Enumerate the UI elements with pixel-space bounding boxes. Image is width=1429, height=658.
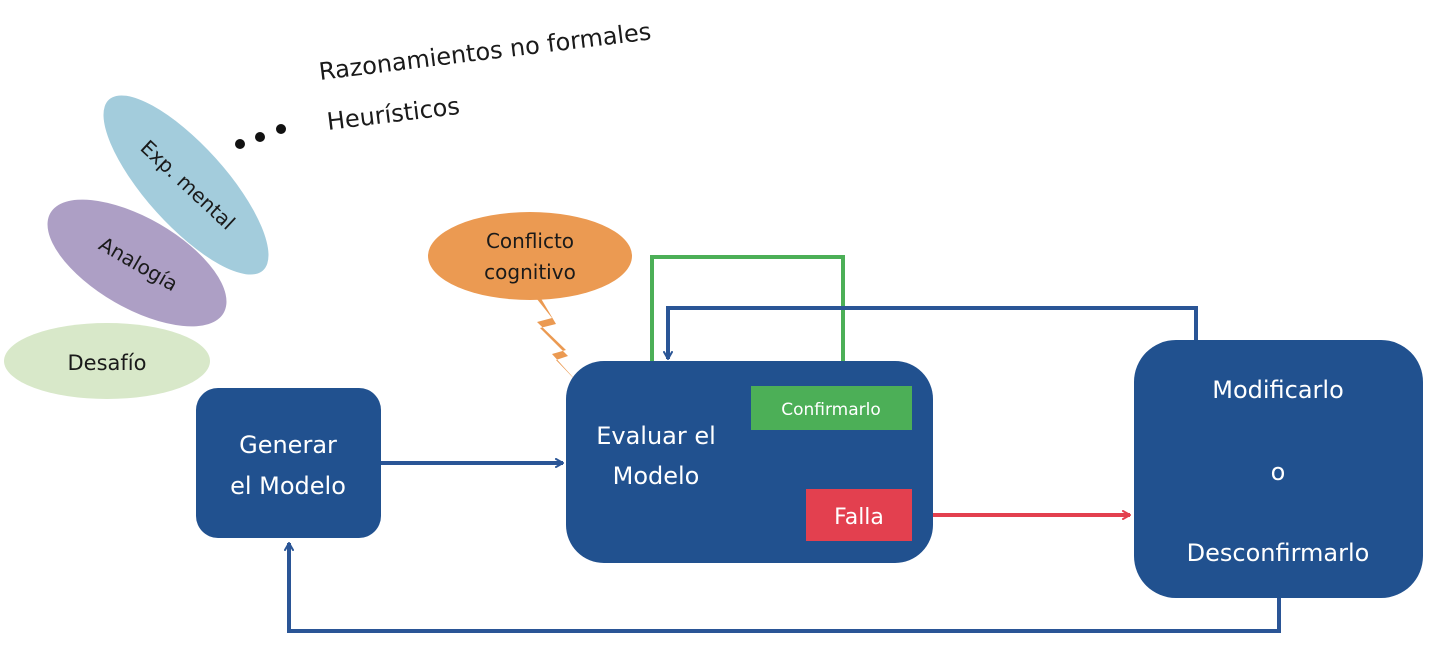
desafio-label: Desafío	[68, 351, 147, 375]
generate-line2: el Modelo	[230, 472, 346, 500]
connectors	[284, 255, 1281, 633]
informal-reasoning-label: Razonamientos no formales	[317, 17, 652, 86]
strategy-desafio: Desafío	[4, 323, 210, 399]
analogia-ellipse	[47, 199, 227, 327]
ellipsis-icon	[235, 124, 286, 149]
modify-line1: Modificarlo	[1212, 376, 1344, 404]
node-modify-or-disconfirm[interactable]: Modificarlo o Desconfirmarlo	[1134, 340, 1423, 598]
modify-line2: o	[1271, 458, 1286, 486]
confirm-badge[interactable]: Confirmarlo	[751, 386, 912, 430]
generate-line1: Generar	[239, 431, 337, 459]
conflict-line2: cognitivo	[484, 260, 576, 284]
arrow-modify-to-generate	[284, 542, 1281, 633]
fail-label: Falla	[834, 505, 884, 530]
modify-line3: Desconfirmarlo	[1187, 539, 1370, 567]
arrow-modify-to-evaluate	[663, 306, 1198, 360]
node-generate-model[interactable]: Generar el Modelo	[196, 388, 381, 538]
confirm-label: Confirmarlo	[781, 400, 881, 420]
heuristics-label: Heurísticos	[325, 92, 461, 136]
conflict-bubble: Conflicto cognitivo	[428, 212, 632, 385]
top-notes: Razonamientos no formales Heurísticos	[235, 17, 653, 149]
arrow-confirm-to-evaluate	[647, 255, 845, 388]
modify-box	[1134, 340, 1423, 598]
fail-box	[806, 489, 912, 541]
fail-badge[interactable]: Falla	[806, 489, 912, 541]
confirm-box	[751, 386, 912, 430]
evaluate-line2: Modelo	[613, 462, 700, 490]
node-evaluate-model[interactable]: Evaluar el Modelo Confirmarlo Falla	[566, 361, 933, 563]
conflict-ellipse	[428, 212, 632, 300]
conflict-line1: Conflicto	[486, 229, 574, 253]
strategy-analogia: Analogía	[47, 199, 227, 327]
generate-box	[196, 388, 381, 538]
exp-mental-ellipse	[103, 95, 269, 275]
evaluate-line1: Evaluar el	[596, 422, 716, 450]
desafio-ellipse	[4, 323, 210, 399]
